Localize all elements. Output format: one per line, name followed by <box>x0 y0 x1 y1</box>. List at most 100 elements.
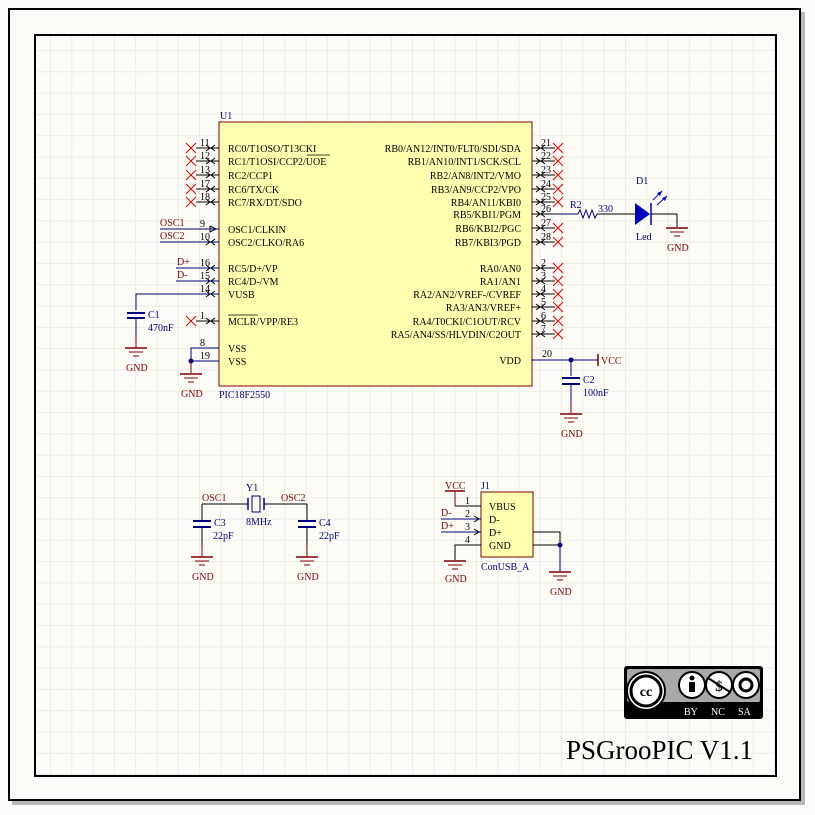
pin-number: 21 <box>541 138 551 149</box>
resistor-r2[interactable] <box>577 208 598 220</box>
pin-number: 26 <box>541 204 551 215</box>
u1-body[interactable] <box>218 121 533 387</box>
cc-by-nc-sa-icon: cc $ BY NC SA <box>624 666 763 719</box>
pin-number: 12 <box>200 151 210 162</box>
led-d1[interactable] <box>635 190 668 225</box>
pin-number: 27 <box>541 218 551 229</box>
pin-number: 6 <box>541 311 546 322</box>
pin-number: 9 <box>200 219 205 230</box>
j1-body[interactable] <box>480 491 534 558</box>
c2-designator: C2 <box>583 375 595 386</box>
capacitor-c1[interactable] <box>127 312 145 348</box>
capacitor-c3[interactable] <box>193 520 211 557</box>
pin-label: RB3/AN9/CCP2/VPO <box>431 185 521 196</box>
pin-label: VSS <box>228 344 246 355</box>
pin-number: 4 <box>465 535 470 546</box>
gnd-label: GND <box>667 243 689 254</box>
pin-number: 3 <box>465 522 470 533</box>
y1-value: 8MHz <box>246 517 272 528</box>
pin-number: 28 <box>541 232 551 243</box>
pin-number: 11 <box>200 138 210 149</box>
license-nc: NC <box>711 707 725 718</box>
pin-number: 8 <box>200 338 205 349</box>
pin-number: 23 <box>541 165 551 176</box>
pin-number: 18 <box>200 192 210 203</box>
pin-label: D- <box>489 515 500 526</box>
u1-part: PIC18F2550 <box>219 390 270 401</box>
sheet-title: PSGrooPIC V1.1 <box>566 735 754 765</box>
net-label-dminus: D- <box>441 508 452 519</box>
pin-label: VBUS <box>489 502 516 513</box>
gnd-symbol <box>180 373 202 383</box>
pin-label: RA2/AN2/VREF-/CVREF <box>413 290 521 301</box>
pin-label: VUSB <box>228 290 255 301</box>
net-label-dplus: D+ <box>441 521 454 532</box>
pin-label: RA0/AN0 <box>480 264 521 275</box>
gnd-symbol <box>191 556 213 566</box>
pin-label: RC0/T1OSO/T13CKI <box>228 144 316 155</box>
pin-number: 1 <box>200 311 205 322</box>
gnd-symbol <box>444 560 466 570</box>
capacitor-c2[interactable] <box>562 360 580 413</box>
r2-value: 330 <box>598 204 613 215</box>
crystal-y1[interactable] <box>247 495 265 513</box>
pin-number: 2 <box>465 509 470 520</box>
pin-number: 4 <box>541 284 546 295</box>
cc-text: cc <box>640 685 652 700</box>
pin-label: GND <box>489 541 511 552</box>
net-label-vcc: VCC <box>445 481 466 492</box>
c2-value: 100nF <box>583 388 609 399</box>
pin-label: OSC1/CLKIN <box>228 225 286 236</box>
pin-label: RB6/KBI2/PGC <box>455 224 521 235</box>
net-label-osc2: OSC2 <box>160 231 184 242</box>
gnd-label: GND <box>192 572 214 583</box>
pin-number: 17 <box>200 179 210 190</box>
gnd-symbol <box>549 571 571 581</box>
j1-part: ConUSB_A <box>481 562 530 573</box>
capacitor-c4[interactable] <box>298 520 316 557</box>
pin-label: RA1/AN1 <box>480 277 521 288</box>
pin-number: 25 <box>541 192 551 203</box>
u1-left-pins: 11RC0/T1OSO/T13CKI12RC1/T1OSI/CCP2/UOE13… <box>185 138 330 368</box>
svg-text:20: 20 <box>542 349 552 360</box>
pin-label: VDD <box>499 356 521 367</box>
pin-label: RC4/D-/VM <box>228 277 279 288</box>
gnd-symbol <box>666 227 688 237</box>
y1-designator: Y1 <box>246 483 258 494</box>
c3-designator: C3 <box>214 518 226 529</box>
pin-number: 10 <box>200 232 210 243</box>
net-label-osc1: OSC1 <box>160 218 184 229</box>
pin-label: RA5/AN4/SS/HLVDIN/C2OUT <box>391 330 521 341</box>
pin-label: RB4/AN11/KBI0 <box>451 198 521 209</box>
gnd-label: GND <box>126 363 148 374</box>
pin-label: RB7/KBI3/PGD <box>455 238 521 249</box>
net-label-osc2: OSC2 <box>281 493 305 504</box>
pin-label: VSS <box>228 357 246 368</box>
pin-label: RB2/AN8/INT2/VMO <box>430 171 521 182</box>
gnd-symbol <box>296 556 318 566</box>
gnd-label: GND <box>181 389 203 400</box>
pin-label: RC5/D+/VP <box>228 264 278 275</box>
